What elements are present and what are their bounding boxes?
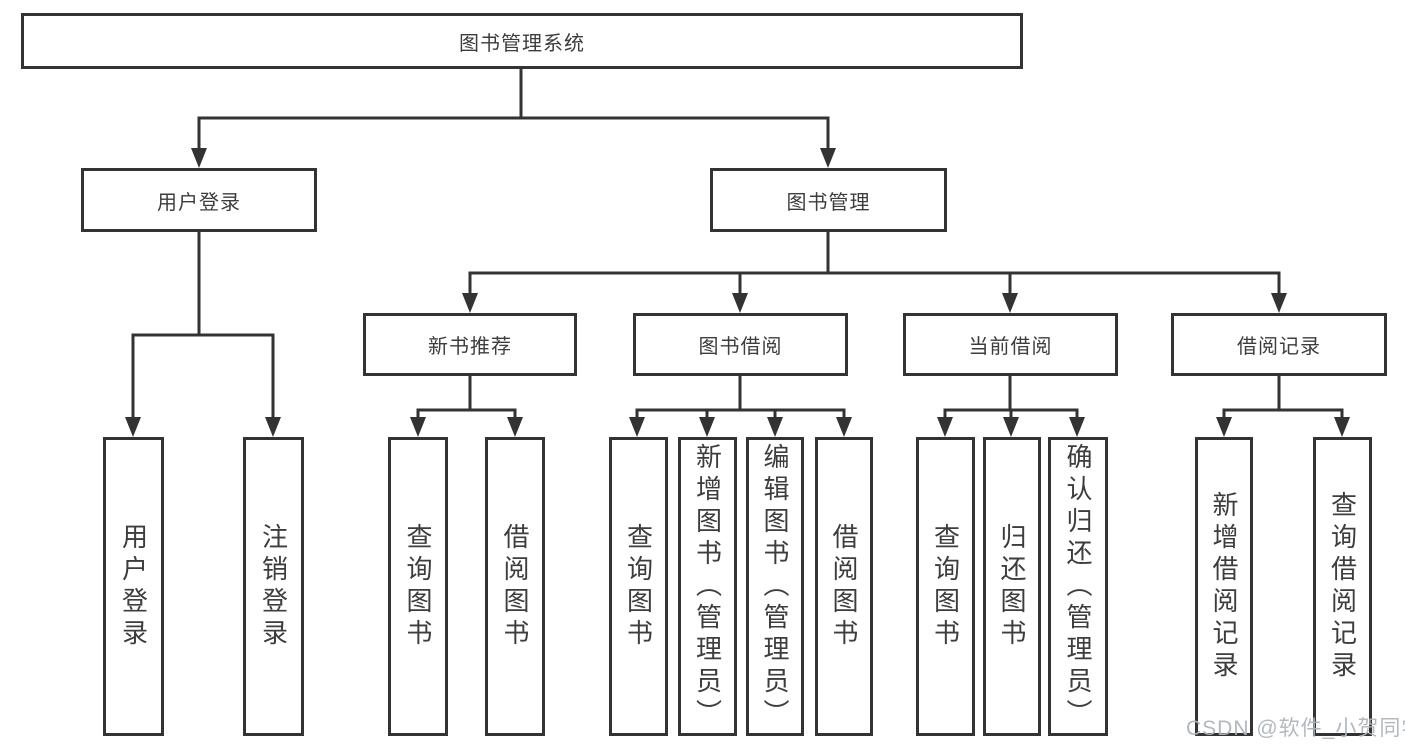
node-label: 注销登录 xyxy=(258,522,289,651)
node-rec-query-book: 查询图书 xyxy=(388,437,448,736)
node-borrow-book: 借阅图书 xyxy=(815,437,873,736)
node-label: 新增借阅记录 xyxy=(1209,490,1239,683)
node-label: 编辑图书（管理员） xyxy=(760,442,790,731)
node-logout-action: 注销登录 xyxy=(243,437,304,736)
node-label: 查询图书 xyxy=(403,522,433,651)
node-label: 用户登录 xyxy=(118,522,149,651)
node-user-login-action: 用户登录 xyxy=(103,437,164,736)
node-label: 查询图书 xyxy=(623,522,654,651)
node-current-query-book: 查询图书 xyxy=(916,437,975,736)
node-borrow-records: 借阅记录 xyxy=(1171,313,1387,376)
node-query-borrow-record: 查询借阅记录 xyxy=(1313,437,1372,736)
tree-edges xyxy=(131,69,1344,420)
node-label: 借阅图书 xyxy=(500,522,530,651)
node-label: 新增图书（管理员） xyxy=(692,442,723,731)
node-current-borrow: 当前借阅 xyxy=(903,313,1118,376)
node-label: 确认归还（管理员） xyxy=(1063,442,1093,731)
node-label: 查询借阅记录 xyxy=(1327,490,1358,683)
node-label: 查询图书 xyxy=(930,522,961,651)
csdn-watermark: CSDN @软件_小贺同学 xyxy=(1186,717,1405,740)
node-rec-borrow-book: 借阅图书 xyxy=(485,437,545,736)
node-borrow-query-book: 查询图书 xyxy=(609,437,668,736)
node-return-book: 归还图书 xyxy=(983,437,1041,736)
node-confirm-return-admin: 确认归还（管理员） xyxy=(1048,437,1108,736)
node-add-book-admin: 新增图书（管理员） xyxy=(678,437,737,736)
node-new-book-recommend: 新书推荐 xyxy=(363,313,577,376)
node-label: 借阅图书 xyxy=(829,522,859,651)
node-book-management: 图书管理 xyxy=(710,168,947,232)
node-add-borrow-record: 新增借阅记录 xyxy=(1195,437,1253,736)
node-book-borrow: 图书借阅 xyxy=(633,313,848,376)
node-user-login: 用户登录 xyxy=(81,168,317,232)
node-label: 归还图书 xyxy=(997,522,1027,651)
node-root: 图书管理系统 xyxy=(21,13,1023,69)
node-edit-book-admin: 编辑图书（管理员） xyxy=(746,437,804,736)
